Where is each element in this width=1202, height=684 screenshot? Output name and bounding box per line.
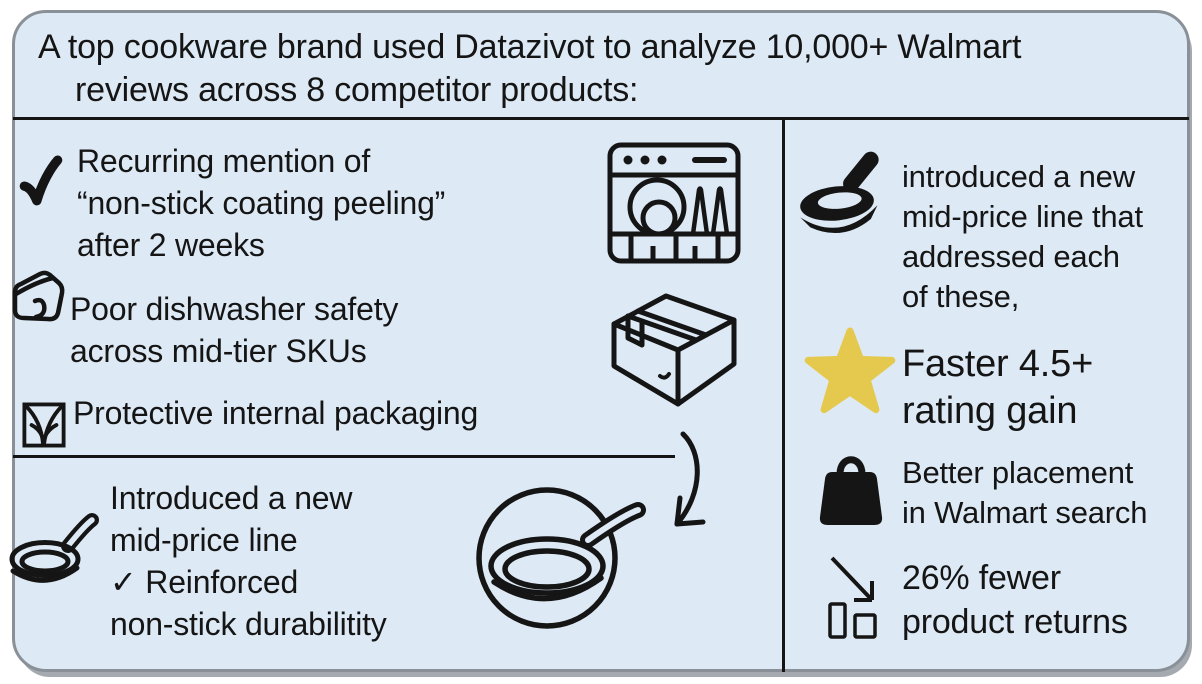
result-text: Better placement in Walmart search [902, 455, 1148, 530]
dishware-carton-icon [8, 270, 65, 324]
finding-text: Recurring mention of “non-stick coating … [77, 143, 446, 263]
result-text: introduced a new mid-price line that add… [902, 159, 1143, 314]
shopping-bag-icon [816, 446, 886, 530]
left-section-divider [13, 455, 675, 458]
header-divider [13, 117, 1189, 120]
result-text: 26% fewer product returns [902, 559, 1128, 641]
finding-text: Protective internal packaging [73, 395, 479, 431]
star-icon [802, 327, 898, 414]
package-box-icon [608, 288, 740, 408]
result-text: Faster 4.5+ rating gain [902, 343, 1094, 432]
frying-pan-filled-icon [795, 151, 890, 248]
frying-pan-small-icon [8, 498, 100, 594]
frying-pan-outline-icon [472, 478, 650, 630]
eco-packaging-icon [22, 402, 66, 448]
finding-text: Poor dishwasher safety across mid-tier S… [70, 291, 399, 369]
dishwasher-icon [607, 142, 741, 264]
header-title: A top cookware brand used Datazivot to a… [38, 28, 1022, 109]
action-title: Introduced a new mid-price line [110, 480, 353, 558]
vertical-divider [782, 120, 785, 672]
action-subtext: ✓ Reinforced non-stick durabilitity [110, 564, 387, 642]
returns-decline-icon [826, 554, 884, 640]
curved-arrow-icon [666, 430, 726, 530]
check-icon [19, 155, 63, 208]
